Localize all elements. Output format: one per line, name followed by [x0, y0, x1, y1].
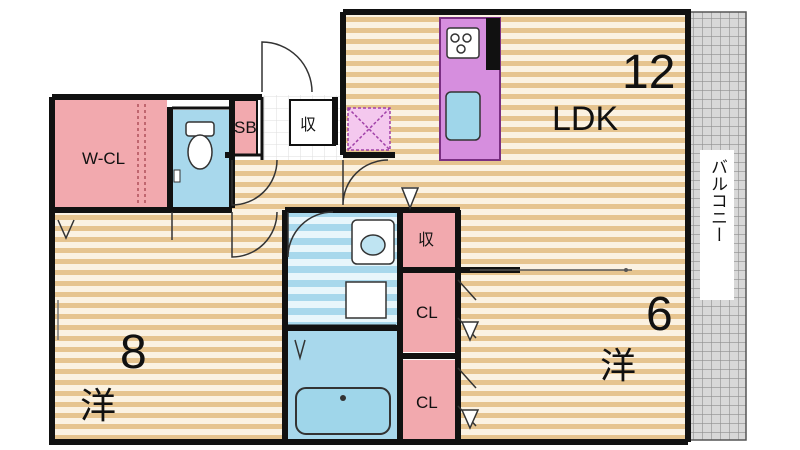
- closet-upper-label: CL: [416, 303, 438, 322]
- toilet-bowl-icon: [187, 134, 213, 170]
- range-hood: [486, 18, 500, 70]
- storage-mid-label: 収: [418, 230, 434, 249]
- stove-icon: [446, 27, 480, 59]
- western-large-size-label: 8: [120, 326, 147, 379]
- western-small-size-label: 6: [646, 288, 673, 341]
- storage-top-area: [289, 99, 336, 146]
- western-room-small-floor: [458, 270, 688, 442]
- walk-in-closet-area: [55, 100, 167, 210]
- storage-top-label: 収: [300, 115, 316, 134]
- ldk-size-label: 12: [622, 46, 675, 99]
- hallway-floor: [232, 160, 402, 210]
- western-small-name-label: 洋: [600, 346, 636, 387]
- balcony-label-bg: [700, 150, 734, 300]
- toilet-tank-icon: [185, 121, 215, 137]
- washing-machine-area: [345, 281, 387, 319]
- ldk-name-label: LDK: [552, 100, 618, 138]
- floor-hatch: [347, 107, 391, 151]
- closet-lower-area: [402, 360, 456, 440]
- storage-mid-area: [402, 213, 456, 267]
- kitchen-sink-icon: [445, 91, 481, 141]
- shoe-box-label: SB: [234, 118, 257, 137]
- closet-lower-label: CL: [416, 393, 438, 412]
- western-large-name-label: 洋: [80, 386, 116, 427]
- door-swings: [57, 41, 480, 430]
- bathtub-icon: [295, 387, 391, 435]
- western-room-large-floor: [55, 210, 285, 442]
- balcony-label: バルコニー: [707, 158, 727, 243]
- closet-upper-area: [402, 272, 456, 352]
- walk-in-closet-label: W-CL: [82, 149, 125, 168]
